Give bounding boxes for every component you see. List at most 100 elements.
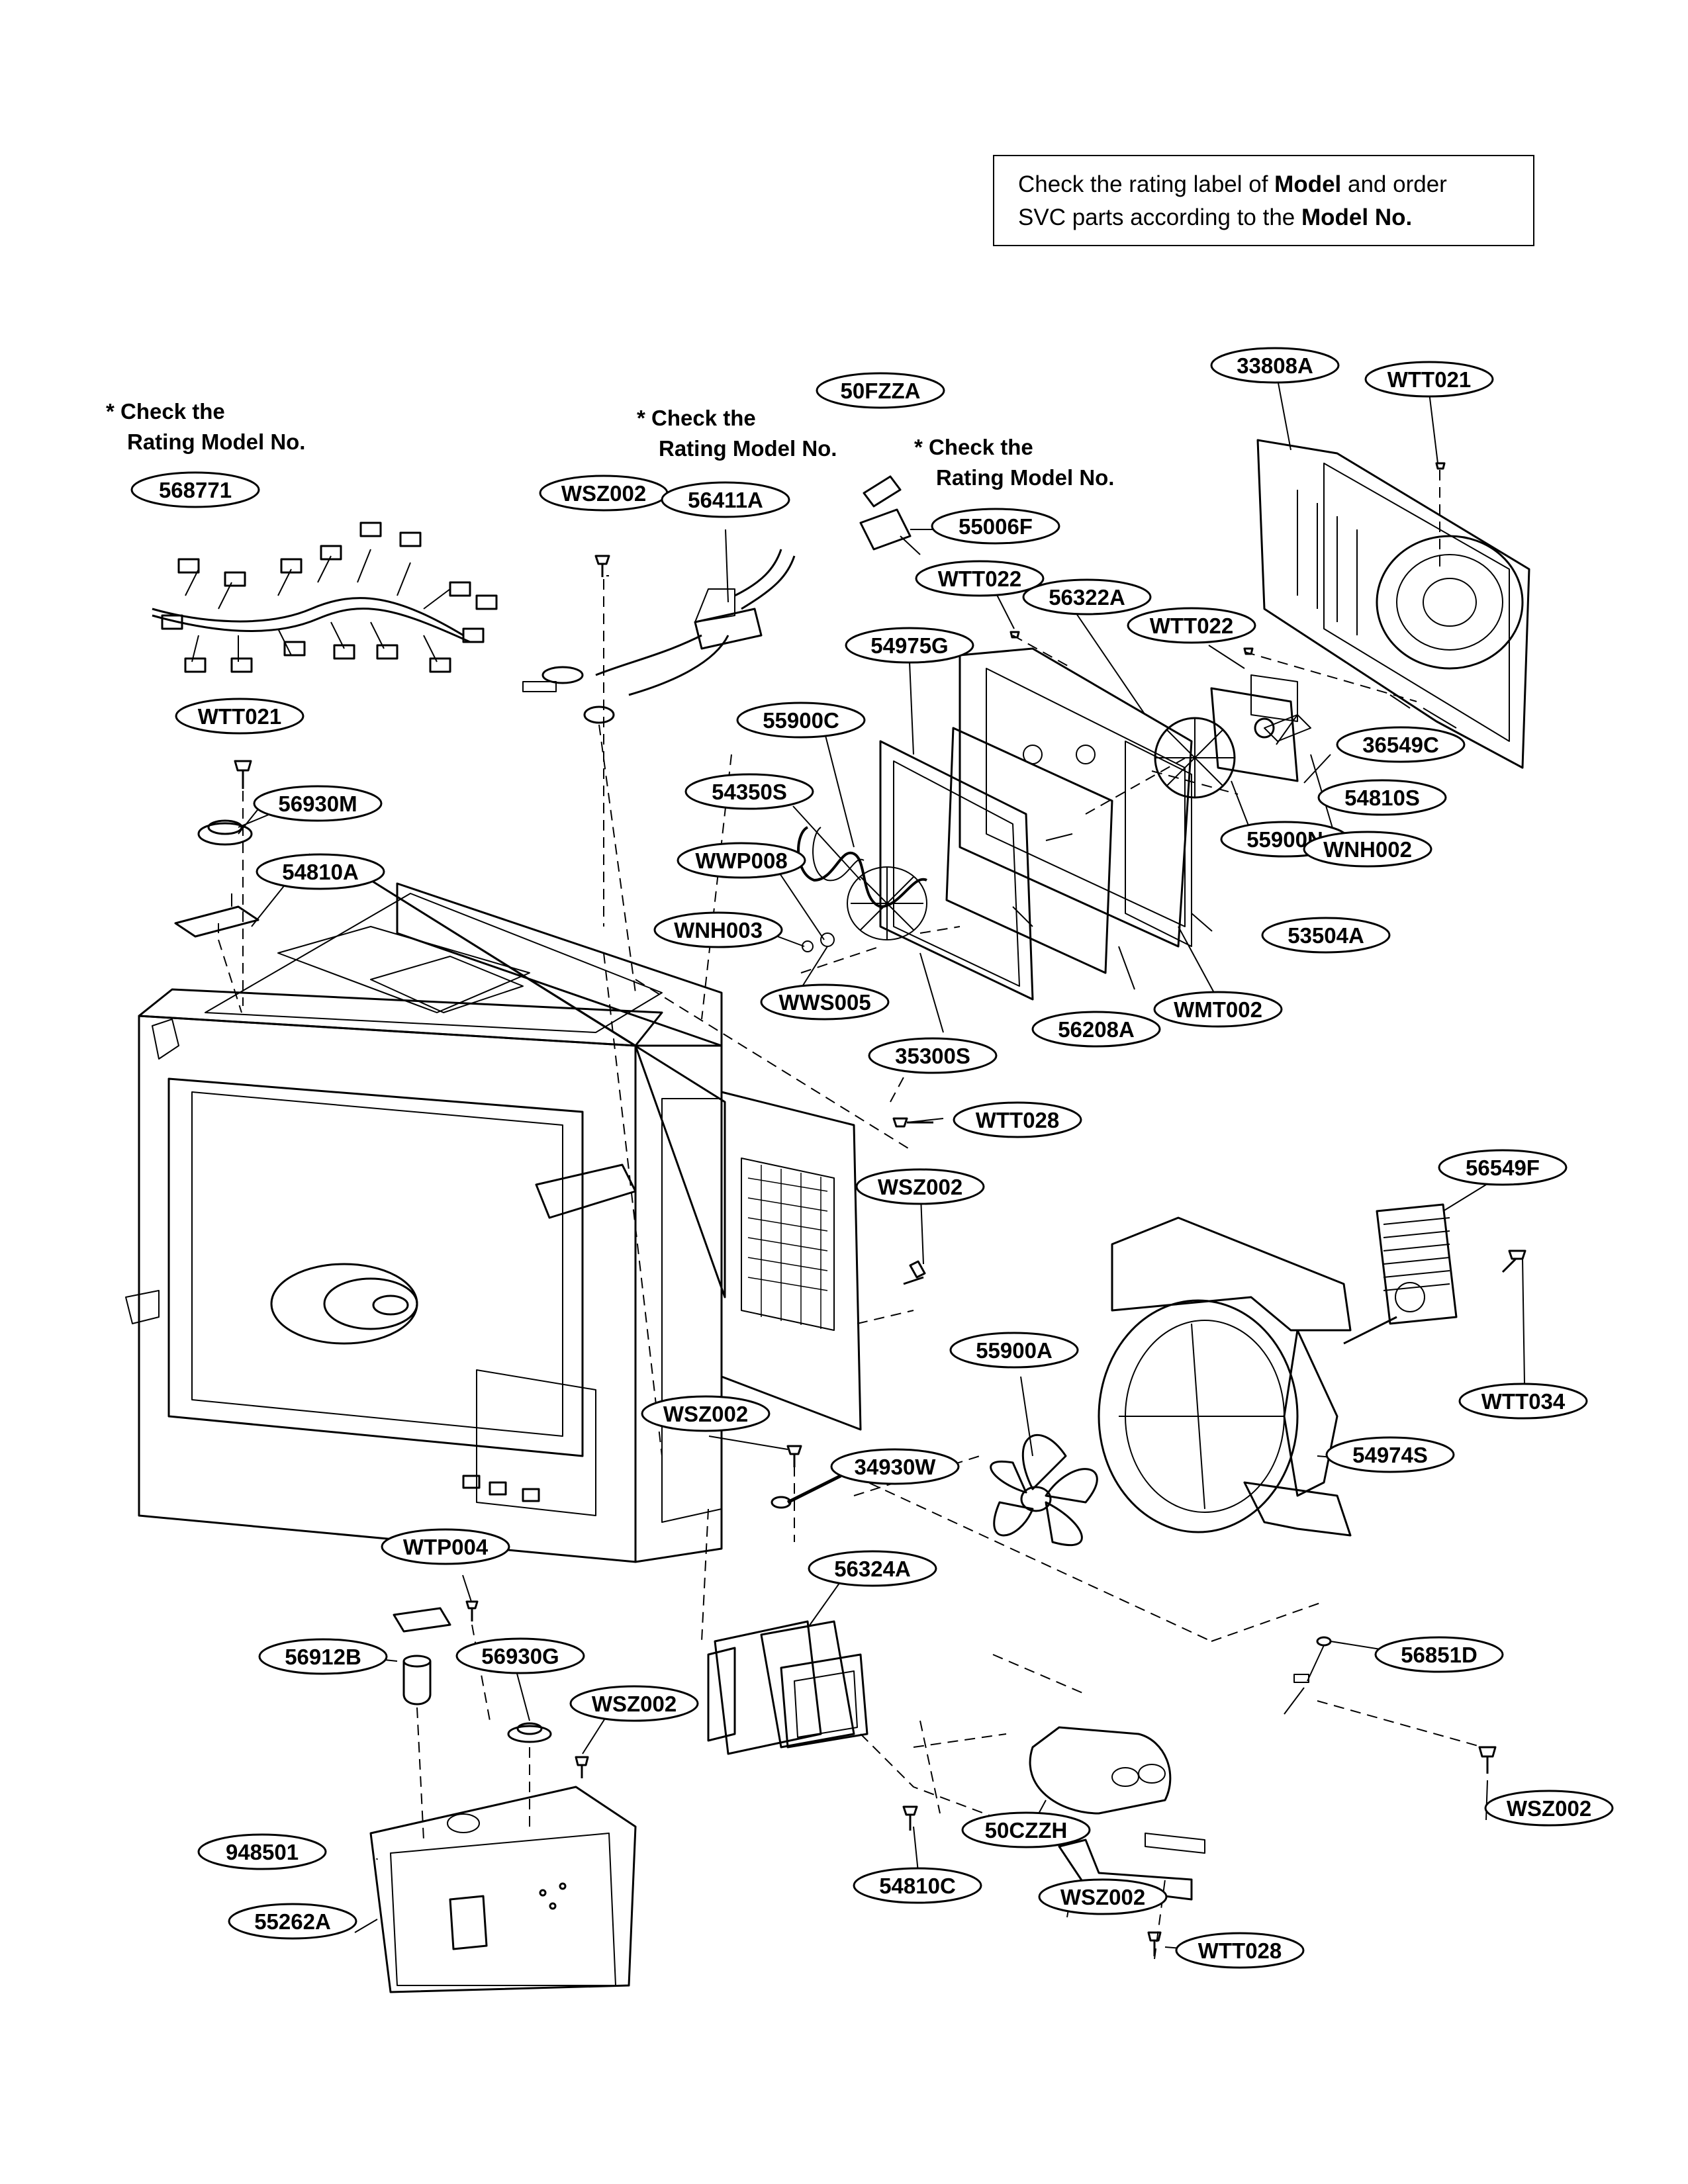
check-notes: * Check the Rating Model No. * Check the… — [106, 399, 1114, 490]
part-number: 56411A — [688, 488, 763, 512]
part-label: 36549C — [1336, 726, 1466, 763]
part-number: WWS005 — [778, 990, 870, 1015]
part-number: 56930M — [278, 792, 357, 816]
part-number: 56912B — [285, 1645, 361, 1669]
part-label-oval — [381, 1528, 510, 1565]
part-number: WSZ002 — [561, 481, 646, 506]
part-label: WMT002 — [1153, 991, 1283, 1028]
part-number: WSZ002 — [1060, 1885, 1145, 1909]
part-34930w — [771, 1474, 842, 1509]
part-label: WTT022 — [1127, 607, 1256, 644]
part-label: 56322A — [1022, 578, 1152, 615]
part-label-oval — [1458, 1383, 1588, 1420]
rating-note-line-1: Check the rating label of Model and orde… — [1018, 171, 1447, 197]
part-number: WTT022 — [938, 567, 1022, 591]
part-label-oval — [653, 911, 783, 948]
part-number: 36549C — [1362, 733, 1439, 757]
part-number: 56322A — [1049, 585, 1125, 610]
part-label-oval — [1038, 1878, 1168, 1915]
part-label: WTT028 — [1175, 1932, 1305, 1969]
part-label-oval — [915, 560, 1045, 597]
part-label: WTT028 — [953, 1101, 1082, 1138]
part-label: 56208A — [1031, 1011, 1161, 1048]
part-label: 53504A — [1261, 917, 1391, 954]
part-number: 54350S — [712, 780, 787, 804]
part-number: 54810S — [1344, 786, 1420, 810]
convection-motor — [1154, 674, 1311, 799]
part-label: 54350S — [684, 773, 814, 810]
part-number: WMT002 — [1174, 997, 1262, 1022]
part-label: 56912B — [258, 1638, 388, 1675]
part-label: WSZ002 — [1038, 1878, 1168, 1915]
part-label: WWP008 — [677, 842, 806, 879]
part-label: 54810S — [1317, 779, 1447, 816]
part-label: WNH003 — [653, 911, 783, 948]
part-label-oval — [130, 471, 260, 508]
check-note-1-line-1: * Check the — [106, 399, 225, 424]
part-label: WTP004 — [381, 1528, 510, 1565]
magnetron — [707, 1620, 868, 1755]
part-number: 56549F — [1466, 1156, 1540, 1180]
part-label: WSZ002 — [855, 1168, 985, 1205]
part-label: 55262A — [228, 1903, 357, 1940]
part-number: 568771 — [159, 478, 232, 502]
part-label: WSZ002 — [569, 1685, 699, 1722]
rear-cover — [1256, 439, 1530, 769]
fan-orifice-bracket — [1098, 1216, 1352, 1537]
washer-wws005 — [820, 933, 835, 947]
part-label-oval — [1210, 347, 1340, 384]
screws — [234, 462, 1526, 1956]
check-note-3-line-1: * Check the — [914, 435, 1033, 459]
part-number: 55900C — [763, 708, 839, 733]
part-number: 56930G — [481, 1644, 559, 1668]
fan-motor-56549f — [1343, 1203, 1458, 1345]
part-label-oval — [1484, 1790, 1614, 1827]
part-label-oval — [569, 1685, 699, 1722]
air-guide — [369, 1786, 637, 1993]
part-label-oval — [853, 1867, 982, 1904]
part-number: 34930W — [855, 1455, 937, 1479]
part-label-oval — [1325, 1436, 1455, 1473]
part-label-oval — [961, 1811, 1091, 1848]
part-number: 35300S — [895, 1044, 970, 1068]
part-label-oval — [253, 785, 383, 822]
part-label-oval — [197, 1833, 327, 1870]
part-label-oval — [1374, 1636, 1504, 1673]
part-label-oval — [455, 1637, 585, 1674]
part-label: 54810C — [853, 1867, 982, 1904]
part-label-oval — [1031, 1011, 1161, 1048]
part-number: 55900A — [976, 1338, 1053, 1363]
part-number: WSZ002 — [1507, 1796, 1591, 1821]
part-label: 56549F — [1438, 1149, 1568, 1186]
part-number: WSZ002 — [592, 1692, 677, 1716]
part-number: WTP004 — [403, 1535, 489, 1559]
check-note-1-line-2: Rating Model No. — [127, 430, 305, 454]
cavity-cabinet — [125, 879, 862, 1563]
part-label: 54975G — [845, 627, 974, 664]
part-number: WTT021 — [198, 704, 282, 729]
part-number: 33808A — [1237, 353, 1313, 378]
part-label: 54810A — [256, 853, 385, 890]
part-number: WNH003 — [674, 918, 763, 942]
part-number: WTT028 — [1198, 1938, 1282, 1963]
part-label-oval — [228, 1903, 357, 1940]
part-number: 56851D — [1401, 1643, 1477, 1667]
lamp-socket — [522, 549, 796, 724]
part-label-oval — [1336, 726, 1466, 763]
part-number: WTT034 — [1481, 1389, 1566, 1414]
drawing-layer — [125, 365, 1530, 1993]
part-label: 55900A — [949, 1332, 1079, 1369]
part-number: 56208A — [1058, 1017, 1135, 1042]
part-number: 54975G — [870, 633, 948, 658]
part-label: 54974S — [1325, 1436, 1455, 1473]
thermostat-top — [174, 819, 259, 938]
part-label-oval — [1153, 991, 1283, 1028]
assembly-lines — [218, 470, 1483, 1960]
part-label: 33808A — [1210, 347, 1340, 384]
part-number: WWP008 — [695, 848, 787, 873]
part-number: 56324A — [834, 1557, 911, 1581]
fan-blade — [990, 1434, 1098, 1547]
part-label: WNH002 — [1303, 831, 1432, 868]
part-label: WTT034 — [1458, 1383, 1588, 1420]
